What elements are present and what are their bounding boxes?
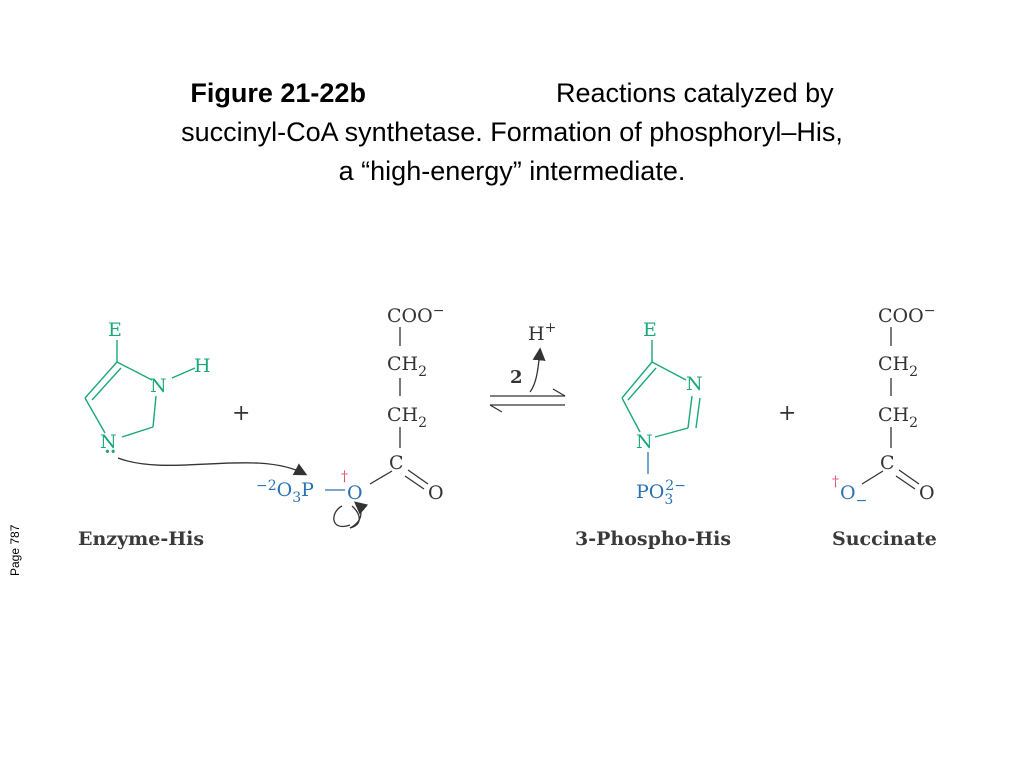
succinate-ch2-upper: CH2 <box>878 353 918 380</box>
caption-line-2: succinyl-CoA synthetase. Formation of ph… <box>181 117 843 147</box>
h-plus: H+ <box>528 320 556 345</box>
succinyl-phosphate-structure: COO− CH2 CH2 C O −2O3P † O <box>117 303 444 529</box>
plus-sign-2: + <box>778 401 796 426</box>
succinate-structure: COO− CH2 CH2 C O † O− <box>832 303 935 509</box>
succinate-label: Succinate <box>832 528 937 550</box>
phospho-his-label: 3-Phospho-His <box>575 528 731 550</box>
proton-release-arrow <box>529 347 546 393</box>
enzyme-his-label: Enzyme-His <box>78 528 204 550</box>
ch2-upper: CH2 <box>387 353 427 380</box>
caption-line-3: a “high-energy” intermediate. <box>338 156 686 186</box>
succinate-o-double: O <box>919 482 935 504</box>
caption-line-1: Reactions catalyzed by <box>555 78 834 108</box>
bridging-oxygen: O <box>347 482 363 504</box>
enzyme-label-e: E <box>108 319 122 341</box>
figure-caption: Figure 21-22b Reactions catalyzed by succ… <box>40 74 984 191</box>
succinate-ch2-lower: CH2 <box>878 404 918 431</box>
carbonyl-o: O <box>428 482 444 504</box>
phospho-his-e: E <box>643 319 657 341</box>
figure-number: Figure 21-22b <box>190 78 366 108</box>
phosphoryl-group: PO32− <box>636 478 686 508</box>
phosphate-group: −2O3P <box>256 478 314 506</box>
succinate-dagger: † <box>832 474 839 490</box>
phospho-his-structure: E N N PO32− <box>621 319 703 508</box>
imidazole-n-bottom: N <box>100 431 117 453</box>
enzyme-his-structure: E N H N : <box>84 319 211 455</box>
dagger-mark: † <box>341 469 348 485</box>
phospho-his-n-top: N <box>686 373 703 395</box>
succinate-o-minus: O− <box>840 482 867 509</box>
equilibrium-arrow: 2 H+ <box>489 320 566 413</box>
succinate-coo: COO− <box>878 303 935 327</box>
succinate-c: C <box>880 452 895 474</box>
lone-pair: : <box>101 448 122 455</box>
nucleophilic-attack-arrow <box>117 457 308 476</box>
imidazole-n-top: N <box>150 375 167 397</box>
imidazole-h: H <box>194 355 211 377</box>
plus-sign-1: + <box>232 401 250 426</box>
carbonyl-c: C <box>389 452 404 474</box>
phospho-his-n-bottom: N <box>636 431 653 453</box>
step-number: 2 <box>510 367 523 388</box>
coo-group: COO− <box>387 303 444 327</box>
ch2-lower: CH2 <box>387 404 427 431</box>
